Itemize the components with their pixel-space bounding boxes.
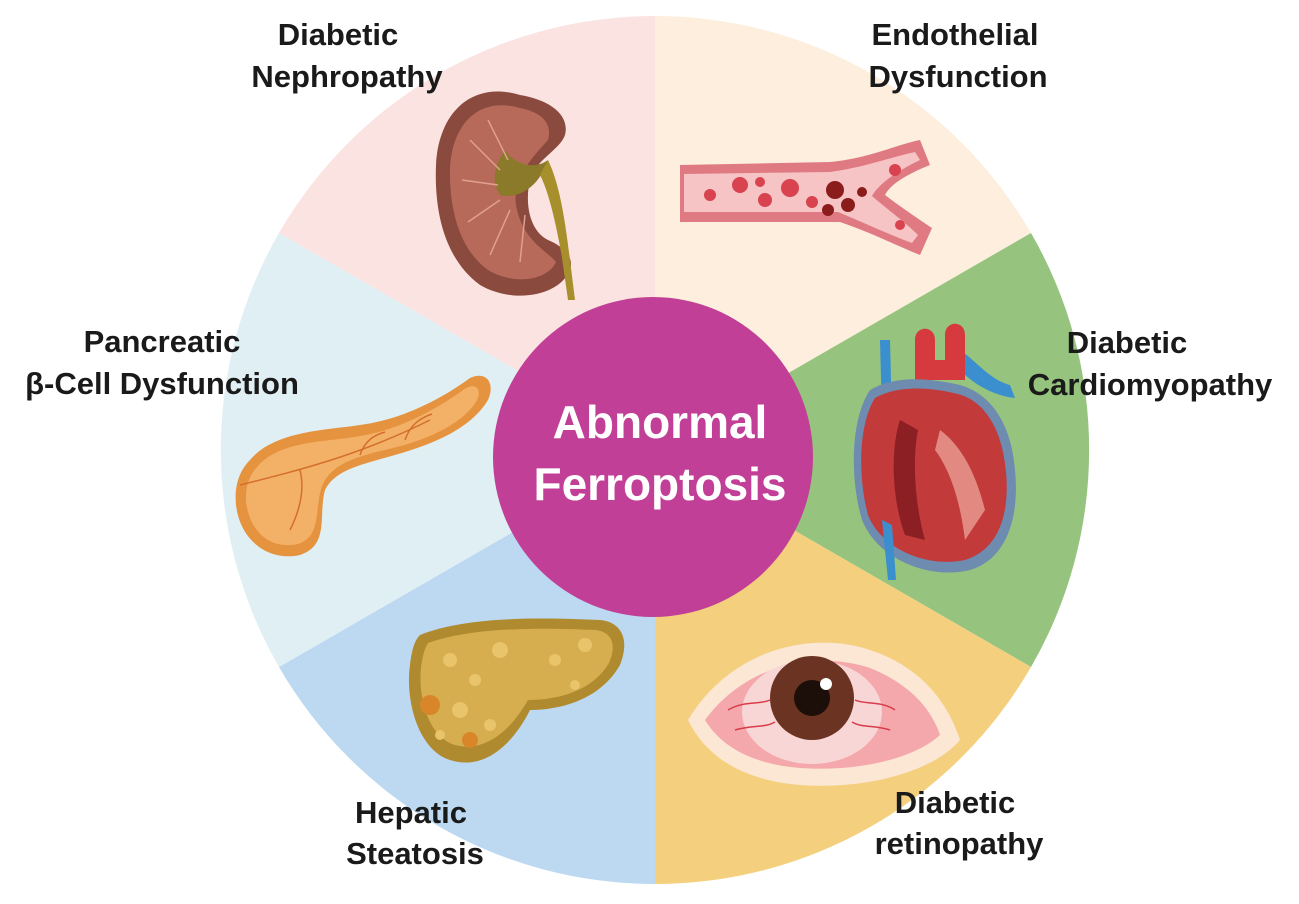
segment-pancreatic [220, 233, 655, 667]
label-endothelial-line1: Endothelial [871, 17, 1038, 52]
label-cardiomyopathy-line2: Cardiomyopathy [1028, 367, 1273, 402]
label-retinopathy-line1: Diabetic [895, 785, 1016, 820]
label-pancreatic-line1: Pancreatic [84, 324, 241, 359]
label-steatosis-line1: Hepatic [355, 795, 467, 830]
label-nephropathy-line2: Nephropathy [251, 59, 443, 94]
blood-vessel-icon [680, 140, 932, 255]
label-retinopathy-line2: retinopathy [875, 826, 1045, 861]
label-nephropathy-line1: Diabetic [278, 17, 399, 52]
label-cardiomyopathy-line1: Diabetic [1067, 325, 1188, 360]
center-circle [493, 297, 813, 617]
kidney-icon [435, 91, 575, 300]
heart-icon [853, 323, 1016, 580]
label-endothelial-line2: Dysfunction [868, 59, 1047, 94]
center-title-line2: Ferroptosis [533, 458, 786, 510]
label-steatosis-line2: Steatosis [346, 836, 484, 871]
center-title-line1: Abnormal [553, 396, 768, 448]
pancreas-icon [235, 375, 491, 557]
label-pancreatic-line2: β-Cell Dysfunction [25, 366, 299, 401]
liver-icon [408, 618, 625, 763]
eye-icon [688, 642, 960, 786]
